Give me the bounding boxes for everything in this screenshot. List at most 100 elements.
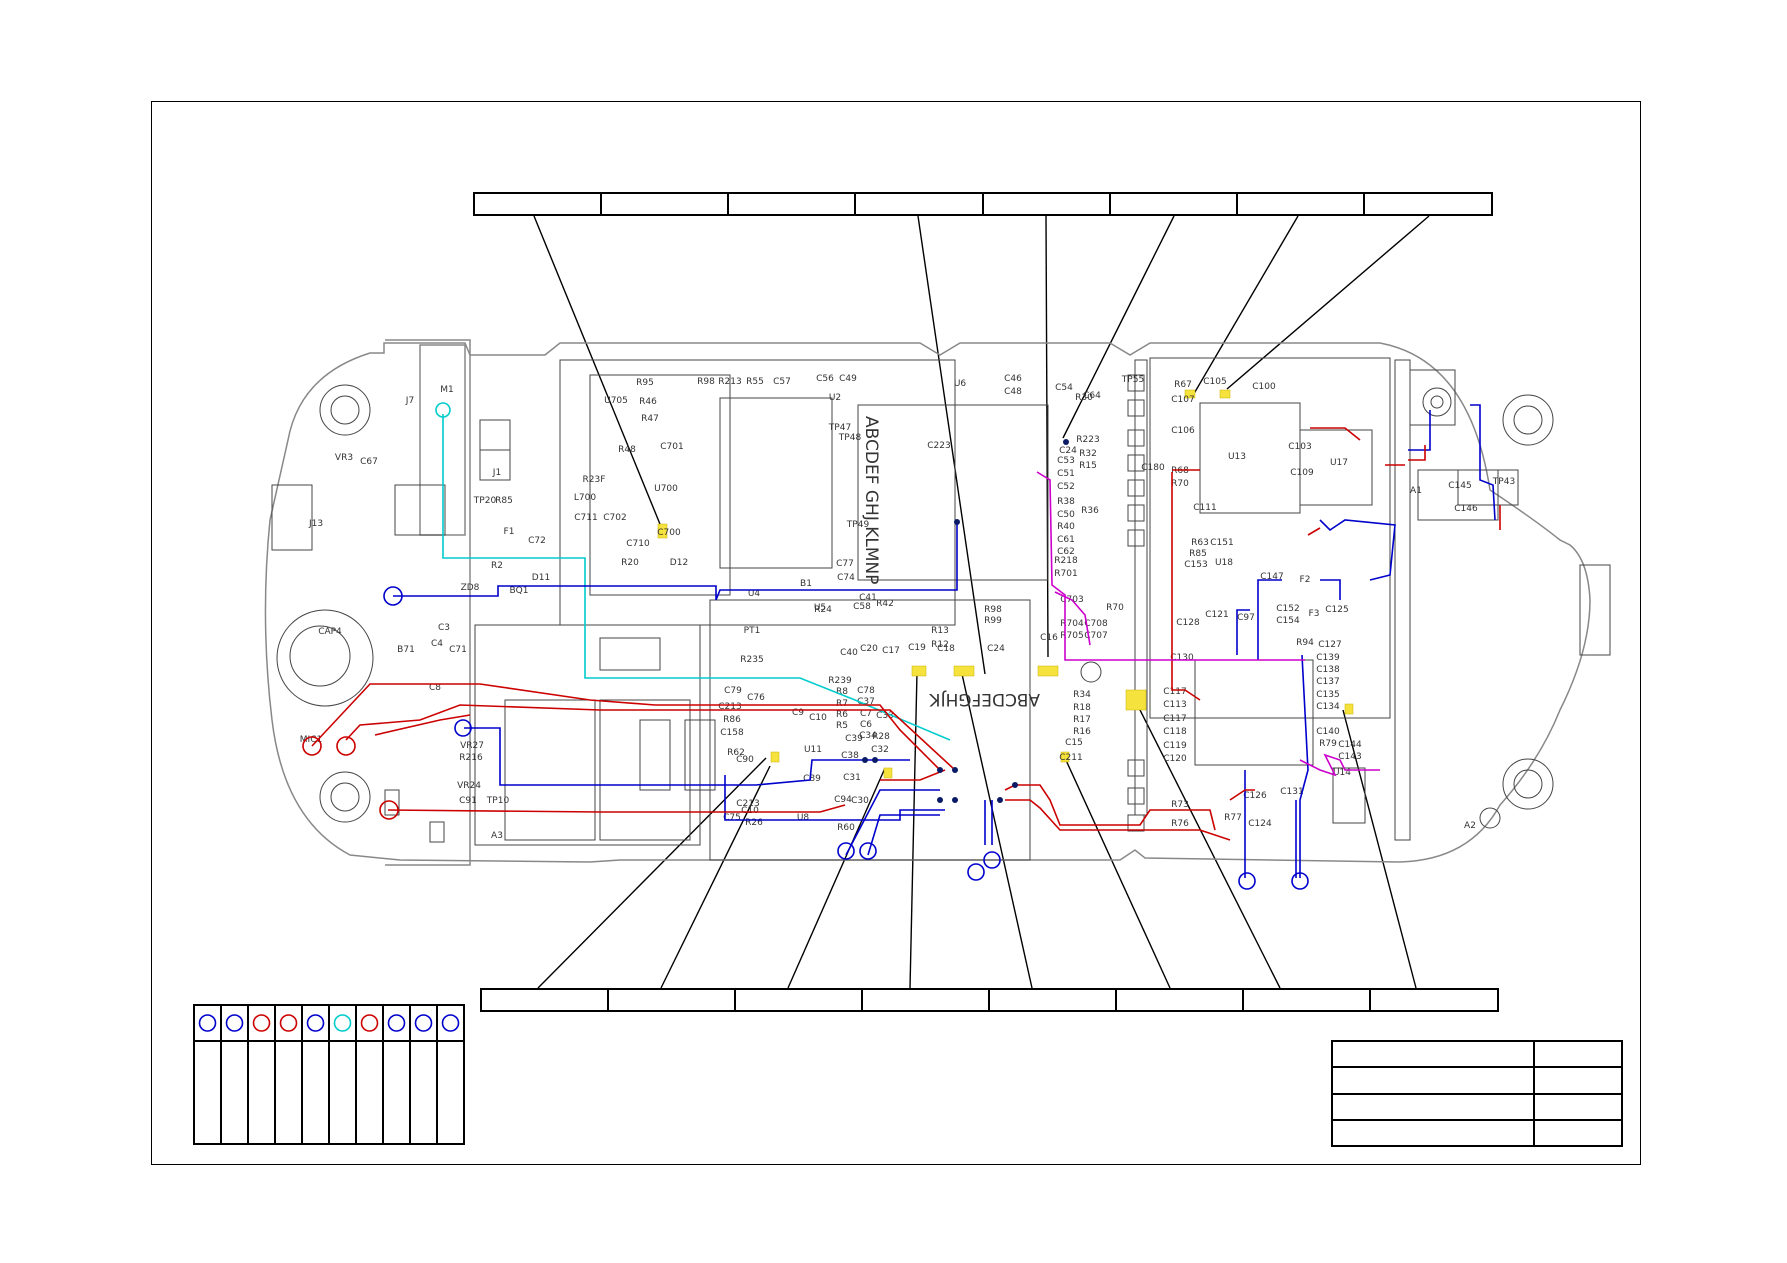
highlighted-pads bbox=[657, 389, 1354, 779]
component-ref-label: C117 bbox=[1163, 687, 1186, 697]
component-ref-label: C130 bbox=[1170, 653, 1194, 663]
component-ref-label: C137 bbox=[1316, 677, 1339, 687]
legend-probe-circle bbox=[441, 1014, 460, 1032]
component-ref-label: C124 bbox=[1248, 819, 1272, 829]
component-ref-label: D12 bbox=[670, 558, 688, 568]
component-ref-label: U17 bbox=[1330, 458, 1348, 468]
component-ref-label: C710 bbox=[626, 539, 650, 549]
component-ref-label: U4 bbox=[748, 589, 761, 599]
legend-box bbox=[193, 1004, 465, 1145]
component-ref-label: C78 bbox=[857, 686, 875, 696]
component-ref-label: PT1 bbox=[744, 626, 761, 636]
component-ref-label: R47 bbox=[641, 414, 659, 424]
component-ref-label: C67 bbox=[360, 457, 378, 467]
component-ref-label: R77 bbox=[1224, 813, 1242, 823]
component-ref-label: R76 bbox=[1171, 819, 1189, 829]
component-ref-label: C151 bbox=[1210, 538, 1233, 548]
component-ref-label: R18 bbox=[1073, 703, 1091, 713]
component-ref-label: R63 bbox=[1191, 538, 1209, 548]
component-ref-label: C49 bbox=[839, 374, 857, 384]
component-ref-label: R28 bbox=[872, 732, 890, 742]
component-ref-label: C128 bbox=[1176, 618, 1200, 628]
component-ref-label: VR3 bbox=[335, 453, 353, 463]
component-ref-label: C121 bbox=[1205, 610, 1228, 620]
component-ref-label: C700 bbox=[657, 528, 681, 538]
component-ref-label: C54 bbox=[1055, 383, 1073, 393]
component-ref-label: D11 bbox=[532, 573, 550, 583]
component-ref-label: C140 bbox=[1316, 727, 1340, 737]
component-ref-label: C56 bbox=[816, 374, 834, 384]
component-ref-label: ZD8 bbox=[461, 583, 480, 593]
component-ref-label: C64 bbox=[1083, 391, 1101, 401]
component-ref-label: C37 bbox=[857, 697, 875, 707]
component-ref-label: U14 bbox=[1333, 768, 1351, 778]
component-ref-label: C58 bbox=[853, 602, 871, 612]
component-ref-label: C97 bbox=[1237, 613, 1255, 623]
component-ref-label: R67 bbox=[1174, 380, 1192, 390]
component-ref-label: B71 bbox=[397, 645, 415, 655]
component-ref-label: R60 bbox=[837, 823, 855, 833]
component-ref-label: C180 bbox=[1141, 463, 1165, 473]
component-ref-label: R12 bbox=[931, 640, 949, 650]
component-ref-label: R85 bbox=[1189, 549, 1207, 559]
component-ref-label: R99 bbox=[984, 616, 1002, 626]
component-ref-label: C708 bbox=[1084, 619, 1108, 629]
component-ref-label: U705 bbox=[604, 396, 628, 406]
component-ref-label: R85 bbox=[495, 496, 513, 506]
component-ref-label: C33 bbox=[876, 711, 894, 721]
component-ref-label: TP48 bbox=[838, 433, 862, 443]
component-ref-label: C38 bbox=[841, 751, 859, 761]
component-ref-label: C50 bbox=[1057, 510, 1075, 520]
component-ref-label: R40 bbox=[1057, 522, 1075, 532]
component-ref-label: F2 bbox=[1300, 575, 1311, 585]
component-ref-label: C32 bbox=[871, 745, 889, 755]
component-ref-label: U5 bbox=[814, 603, 826, 613]
component-ref-label: C105 bbox=[1203, 377, 1226, 387]
component-ref-label: C146 bbox=[1454, 504, 1478, 514]
component-ref-label: U18 bbox=[1215, 558, 1233, 568]
component-ref-label: C90 bbox=[736, 755, 754, 765]
component-ref-label: TP43 bbox=[1492, 477, 1515, 487]
component-ref-label: R30 bbox=[1075, 393, 1093, 403]
component-ref-label: R48 bbox=[618, 445, 636, 455]
trace-cyan bbox=[435, 402, 951, 741]
component-ref-label: R68 bbox=[1171, 466, 1189, 476]
component-ref-label: TP47 bbox=[828, 423, 851, 433]
component-ref-label: C223 bbox=[927, 441, 950, 451]
component-ref-label: R213 bbox=[718, 377, 741, 387]
component-ref-label: C154 bbox=[1276, 616, 1300, 626]
component-ref-label: C4 bbox=[431, 639, 443, 649]
component-ref-label: C71 bbox=[449, 645, 467, 655]
component-ref-label: C100 bbox=[1252, 382, 1276, 392]
component-ref-label: C77 bbox=[836, 559, 854, 569]
component-ref-label: R70 bbox=[1171, 479, 1189, 489]
component-ref-label: R24 bbox=[814, 605, 832, 615]
component-ref-label: C10 bbox=[741, 806, 759, 816]
component-ref-label: R13 bbox=[931, 626, 949, 636]
component-ref-label: C125 bbox=[1325, 605, 1348, 615]
component-ref-label: C702 bbox=[603, 513, 626, 523]
legend-probe-circle bbox=[306, 1014, 325, 1032]
trace-red bbox=[302, 427, 1501, 841]
component-ref-label: C111 bbox=[1193, 503, 1216, 513]
component-ref-label: C144 bbox=[1338, 740, 1362, 750]
trace-magenta bbox=[1036, 471, 1380, 777]
component-ref-label: C107 bbox=[1171, 395, 1194, 405]
callout-leaders bbox=[533, 215, 1430, 989]
component-ref-label: C118 bbox=[1163, 727, 1187, 737]
component-ref-label: U700 bbox=[654, 484, 678, 494]
component-ref-label: BQ1 bbox=[510, 586, 529, 596]
component-ref-label: C707 bbox=[1084, 631, 1107, 641]
component-ref-label: C711 bbox=[574, 513, 597, 523]
component-ref-label: C17 bbox=[882, 646, 900, 656]
component-ref-label: C120 bbox=[1163, 754, 1187, 764]
component-ref-label: C143 bbox=[1338, 752, 1361, 762]
component-ref-label: R73 bbox=[1171, 800, 1189, 810]
component-ref-label: C103 bbox=[1288, 442, 1311, 452]
component-ref-label: R6 bbox=[836, 710, 848, 720]
component-ref-label: R17 bbox=[1073, 715, 1091, 725]
top-callout-table bbox=[473, 192, 1493, 216]
component-ref-label: C46 bbox=[1004, 374, 1022, 384]
